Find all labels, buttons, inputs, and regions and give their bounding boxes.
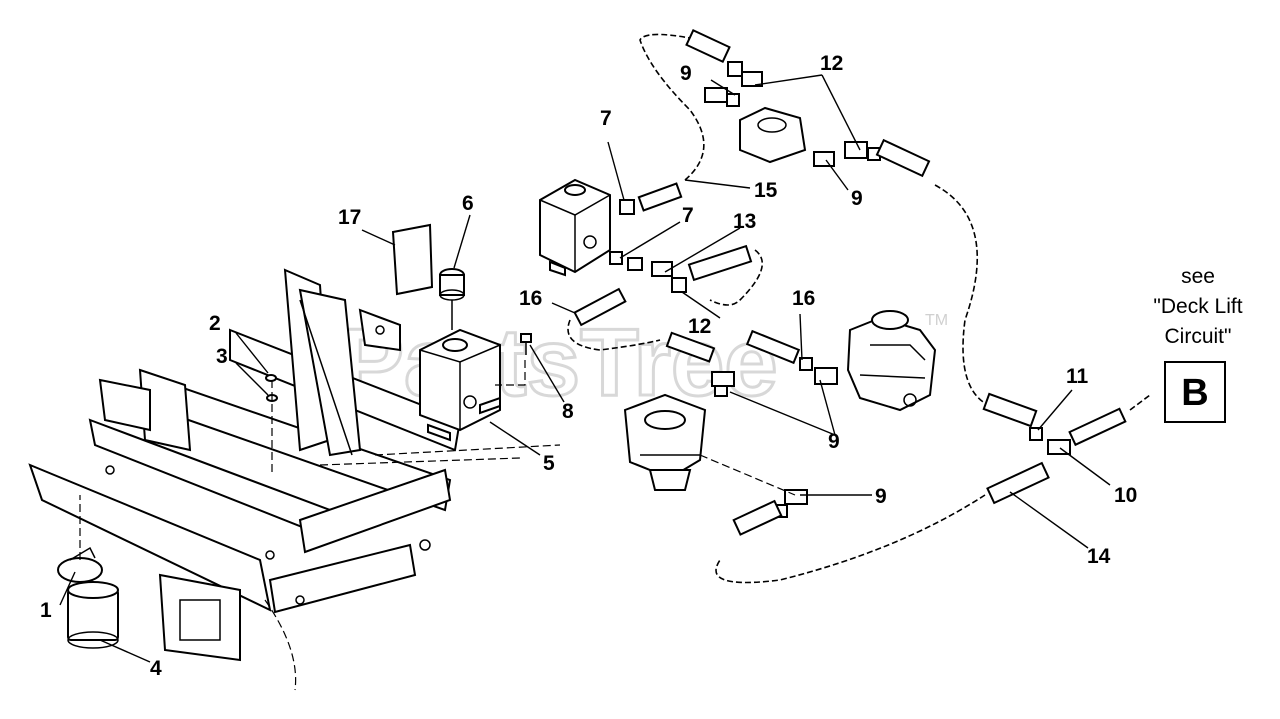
callout-7b: 7 bbox=[682, 204, 694, 227]
callout-3: 3 bbox=[216, 345, 228, 368]
callout-15: 15 bbox=[754, 179, 778, 202]
leader-lines bbox=[59, 74, 1111, 663]
callout-16b: 16 bbox=[792, 287, 815, 310]
callout-8: 8 bbox=[562, 400, 574, 423]
callout-13: 13 bbox=[733, 210, 756, 233]
hydraulic-reservoir bbox=[419, 328, 501, 442]
callout-2: 2 bbox=[209, 312, 221, 335]
callout-6: 6 bbox=[462, 192, 474, 215]
hydraulic-motor bbox=[623, 393, 796, 496]
fill-cap bbox=[439, 268, 465, 330]
tractor-frame bbox=[28, 268, 561, 691]
deck-lift-reference: see "Deck Lift Circuit" B bbox=[1153, 265, 1243, 423]
callout-9b: 9 bbox=[851, 187, 863, 210]
reference-note-line2: "Deck Lift bbox=[1153, 295, 1242, 318]
reference-box bbox=[1164, 361, 1226, 423]
callout-9c: 9 bbox=[828, 430, 840, 453]
callout-17: 17 bbox=[338, 206, 361, 229]
callout-12b: 12 bbox=[688, 315, 711, 338]
callout-12a: 12 bbox=[820, 52, 843, 75]
reservoir-bolt bbox=[495, 333, 532, 386]
watermark: PartsTree TM bbox=[339, 308, 949, 418]
reference-note-line1: see bbox=[1181, 265, 1215, 288]
callout-11: 11 bbox=[1066, 365, 1089, 388]
oil-filter bbox=[57, 495, 119, 649]
svg-text:PartsTree: PartsTree bbox=[340, 309, 778, 416]
hydraulic-pump bbox=[846, 310, 937, 412]
callout-14: 14 bbox=[1087, 545, 1111, 568]
callout-7a: 7 bbox=[600, 107, 612, 130]
svg-text:TM: TM bbox=[925, 312, 948, 329]
callout-labels: 1 4 2 3 5 6 17 7 7 8 9 9 9 9 10 11 12 12… bbox=[40, 52, 1137, 680]
callout-5: 5 bbox=[543, 452, 555, 475]
decal bbox=[391, 223, 434, 296]
reference-note-line3: Circuit" bbox=[1165, 325, 1232, 348]
callout-9a: 9 bbox=[680, 62, 692, 85]
callout-1: 1 bbox=[40, 599, 52, 622]
callout-4: 4 bbox=[150, 657, 162, 680]
control-valve bbox=[539, 178, 611, 277]
reference-box-letter: B bbox=[1181, 372, 1208, 414]
hoses-and-fittings bbox=[567, 28, 1151, 584]
washer-bolt bbox=[265, 374, 278, 475]
callout-10: 10 bbox=[1114, 484, 1137, 507]
callout-9d: 9 bbox=[875, 485, 887, 508]
callout-16a: 16 bbox=[519, 287, 542, 310]
